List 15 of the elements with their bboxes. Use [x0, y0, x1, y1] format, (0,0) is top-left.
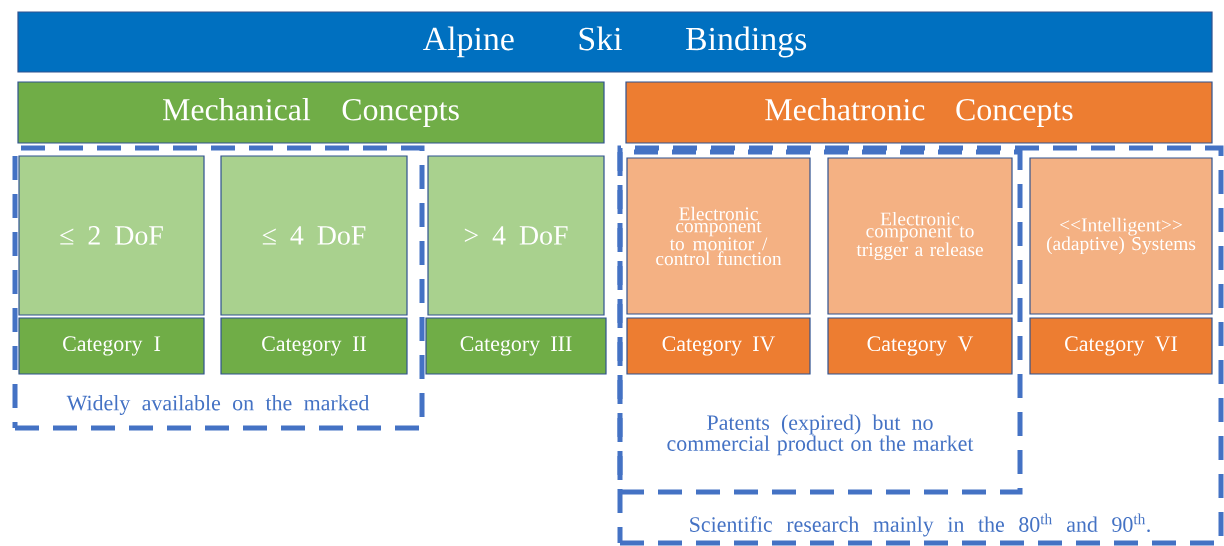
concept-box: Electronic component to monitor / control function — [626, 157, 811, 315]
concept-box: <<Intelligent>> (adaptive) Systems — [1029, 157, 1213, 315]
concept-box: ≤ 2 DoF — [18, 155, 205, 316]
category-box: Category III — [425, 317, 607, 375]
heading-band: Mechatronic Concepts — [625, 81, 1213, 144]
category-box: Category IV — [626, 317, 811, 375]
category-box: Category VI — [1029, 317, 1213, 375]
category-box: Category II — [220, 317, 408, 375]
concept-box: Electronic component to trigger a release — [827, 157, 1013, 315]
concept-box: ≤ 4 DoF — [220, 155, 408, 316]
concept-box: > 4 DoF — [427, 155, 605, 316]
title-band: Alpine Ski Bindings — [17, 11, 1213, 73]
category-box: Category V — [827, 317, 1013, 375]
category-box: Category I — [18, 317, 205, 375]
heading-band: Mechanical Concepts — [17, 81, 605, 144]
